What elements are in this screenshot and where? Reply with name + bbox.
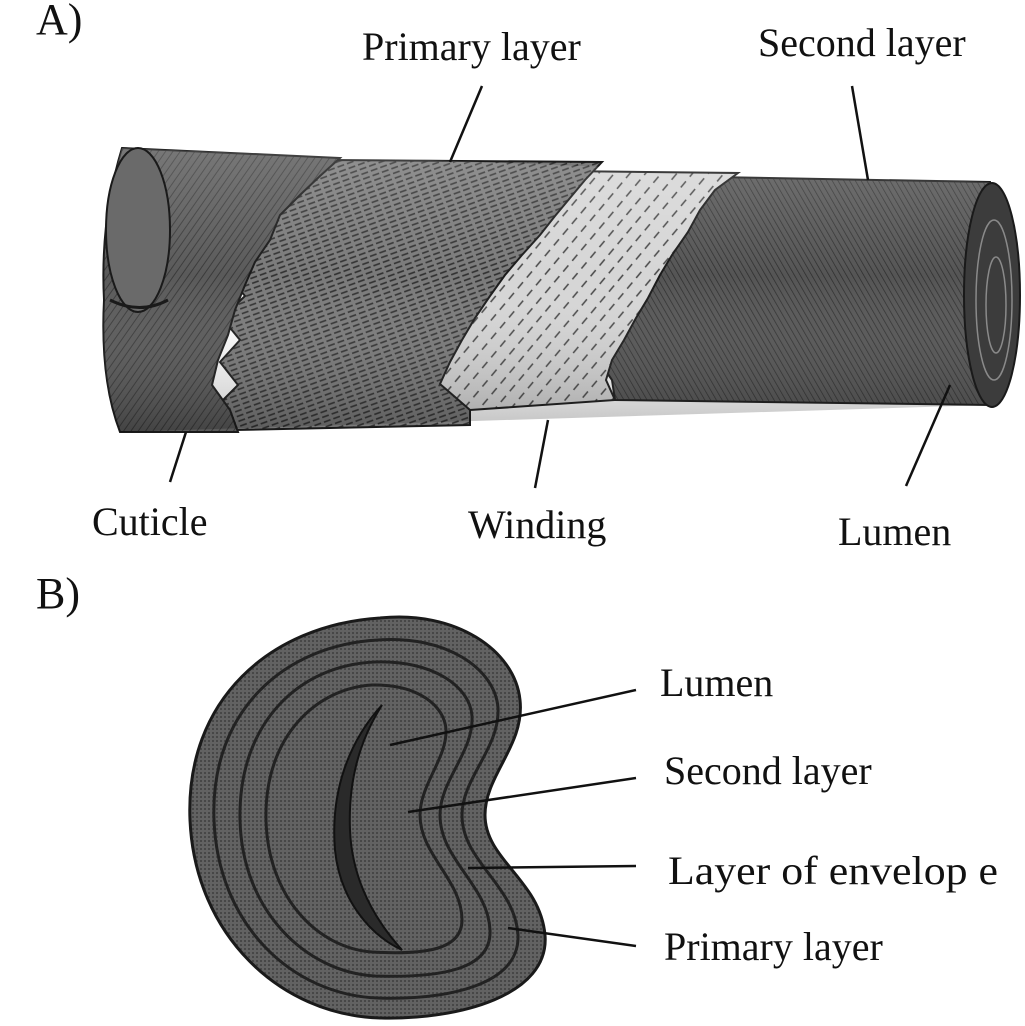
panel-b-leader-lines: [389, 688, 637, 948]
panel-b-letter: B): [36, 569, 80, 618]
label-lumen-b: Lumen: [660, 660, 773, 705]
label-second-layer-b: Second layer: [664, 748, 872, 793]
panel-a-leader-lines: [168, 85, 952, 489]
fiber-longitudinal-view: [102, 146, 1021, 433]
left-end-split: [109, 298, 169, 309]
label-cuticle-a: Cuticle: [92, 499, 208, 544]
envelope-ring: [238, 660, 492, 978]
label-primary-layer-a: Primary layer: [362, 24, 581, 69]
panel-a-letter: A): [36, 0, 82, 44]
label-primary-layer-b: Primary layer: [664, 924, 883, 969]
label-lumen-a: Lumen: [838, 509, 951, 554]
lumen-slit: [333, 704, 403, 951]
primary-ring: [212, 638, 520, 1000]
fiber-cross-section: [188, 615, 547, 1020]
label-layer-of-envelope-b: Layer of envelop e: [668, 848, 998, 893]
label-winding-a: Winding: [468, 502, 606, 547]
section-outline: [188, 615, 547, 1020]
label-second-layer-a: Second layer: [758, 20, 966, 65]
left-end-upper: [105, 147, 171, 313]
